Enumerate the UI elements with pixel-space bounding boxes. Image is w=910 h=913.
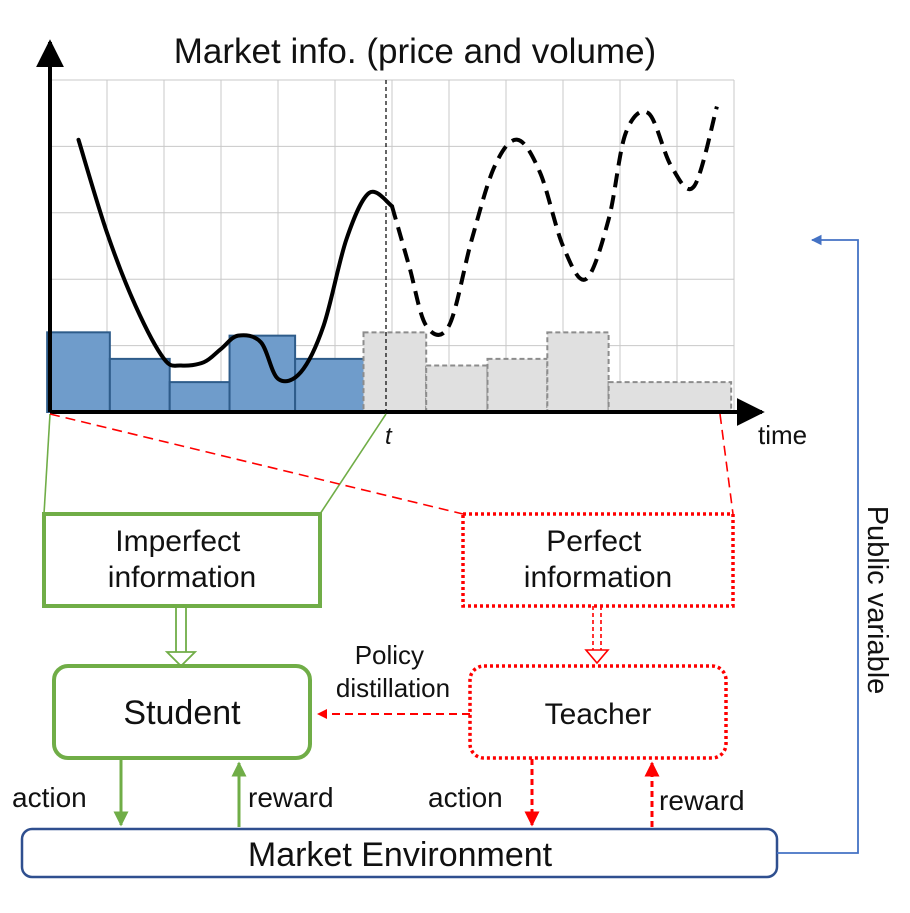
x-axis-label: time (758, 420, 807, 450)
perfect-information-box (461, 512, 735, 608)
price-lines (76, 106, 719, 384)
imperfect-connector-right (319, 413, 387, 515)
student-action-label: action (12, 782, 87, 813)
volume-bar-future (425, 364, 489, 413)
policy-line-2: distillation (336, 673, 450, 703)
imperfect-information-box (42, 512, 322, 608)
imperfect-connector-left (43, 413, 51, 515)
perfect-connector-left (49, 413, 464, 515)
student-reward-label: reward (248, 782, 334, 813)
price-line-future (390, 106, 719, 337)
public-variable-arrow (777, 234, 859, 854)
policy-distillation-label: Policy distillation (336, 640, 450, 703)
volume-bar-observed (46, 331, 111, 414)
perfect-to-teacher-arrow (584, 606, 610, 665)
volume-bar-future (486, 357, 549, 414)
imperfect-line-1: Imperfect (115, 525, 241, 558)
imperfect-to-student-arrow (164, 606, 198, 668)
chart-title: Market info. (price and volume) (174, 32, 656, 71)
volume-bar-observed (108, 357, 171, 414)
volume-bar-future (546, 331, 610, 414)
perfect-connector-right (719, 413, 734, 515)
policy-line-1: Policy (355, 640, 424, 670)
volume-bar-observed (168, 381, 231, 413)
student-box (52, 664, 312, 760)
volume-bars (46, 331, 733, 414)
split-label: t (385, 423, 393, 450)
teacher-action-label: action (428, 782, 503, 813)
perfect-information-label: Perfect information (524, 525, 672, 594)
public-variable-label: Public variable (861, 506, 893, 695)
market-environment-label: Market Environment (248, 836, 553, 874)
teacher-label: Teacher (545, 698, 652, 731)
student-label: Student (123, 694, 241, 732)
volume-bar-future (607, 381, 733, 413)
imperfect-line-2: information (108, 561, 256, 594)
price-line-observed (76, 137, 394, 384)
perfect-line-1: Perfect (546, 525, 642, 558)
teacher-box (468, 664, 728, 760)
teacher-reward-label: reward (659, 785, 745, 816)
perfect-line-2: information (524, 561, 672, 594)
imperfect-information-label: Imperfect information (108, 525, 256, 594)
volume-bar-future (362, 331, 428, 414)
